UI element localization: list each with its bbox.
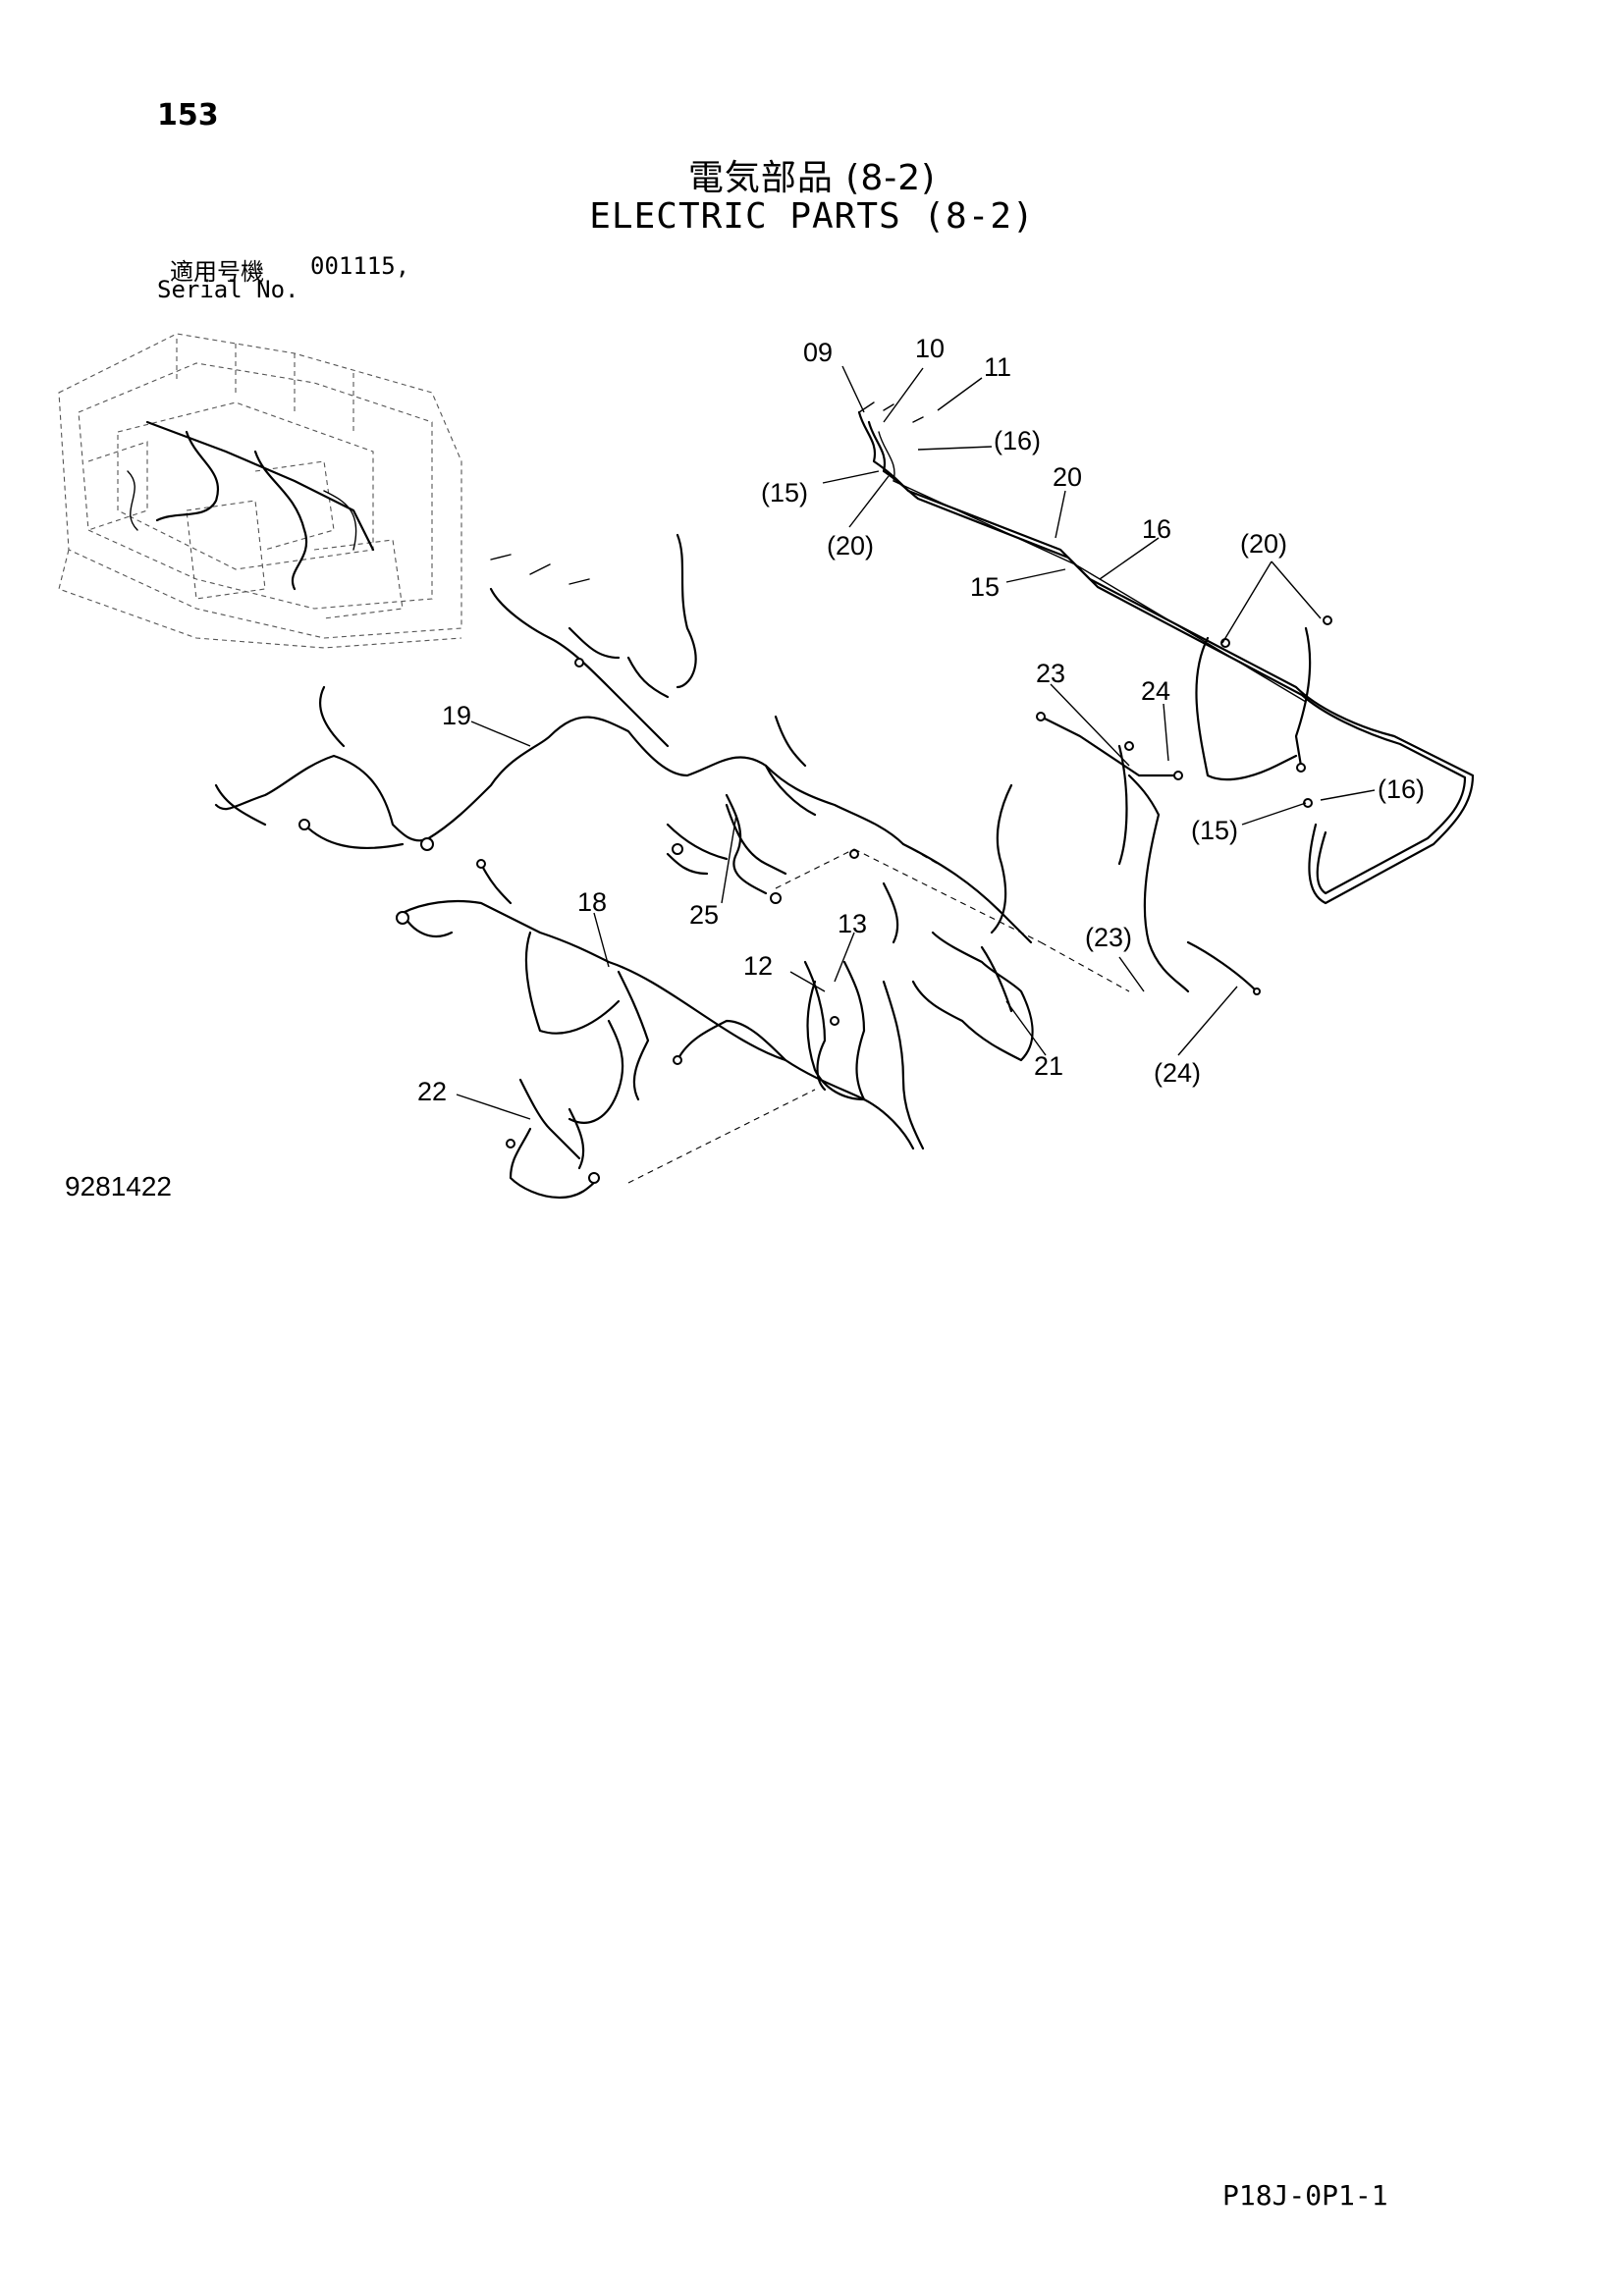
- callout-24-paren: (24): [1154, 1058, 1201, 1088]
- callout-21: 21: [1034, 1051, 1063, 1081]
- callout-20: 20: [1053, 462, 1082, 492]
- callout-10: 10: [915, 334, 945, 363]
- page-number: 153: [157, 98, 219, 133]
- harness-19: [214, 533, 905, 904]
- serial-label-japanese: 適用号機: [170, 258, 264, 286]
- callout-13: 13: [838, 909, 867, 938]
- harness-21: [901, 712, 1261, 1062]
- machine-overview-sketch: [58, 333, 462, 649]
- harness-upper-right: [857, 401, 1475, 905]
- callout-15-paren-top: (15): [761, 478, 808, 507]
- title-japanese: 電気部品 (8-2): [687, 158, 937, 198]
- page-code: P18J-0P1-1: [1222, 2179, 1388, 2212]
- callout-11: 11: [984, 352, 1011, 382]
- harness-22: [506, 1019, 624, 1200]
- callout-labels: 09 10 11 (16) (15) 20 (20) 16 15 (20) 23…: [417, 334, 1425, 1106]
- callout-09: 09: [803, 338, 833, 367]
- callout-23: 23: [1036, 659, 1065, 688]
- harness-18: [396, 859, 925, 1150]
- callout-20-paren-right: (20): [1240, 529, 1287, 559]
- callout-20-paren-left: (20): [827, 531, 874, 561]
- callout-22: 22: [417, 1077, 447, 1106]
- callout-24: 24: [1141, 676, 1170, 706]
- serial-value: 001115,: [310, 252, 410, 280]
- callout-16-paren-right: (16): [1378, 774, 1425, 804]
- callout-12: 12: [743, 951, 773, 981]
- leader-lines: [456, 365, 1376, 1120]
- callout-25: 25: [689, 900, 719, 930]
- serial-label-english: Serial No.: [157, 276, 299, 303]
- callout-18: 18: [577, 887, 607, 917]
- callout-16-paren-top: (16): [994, 426, 1041, 455]
- title-english: ELECTRIC PARTS (8-2): [589, 196, 1035, 237]
- callout-15: 15: [970, 572, 1000, 602]
- callout-19: 19: [442, 701, 471, 730]
- harness-25-12-13: [672, 793, 899, 1101]
- drawing-number: 9281422: [65, 1171, 173, 1201]
- callout-23-paren: (23): [1085, 923, 1132, 952]
- connection-dashed-lines: [627, 843, 1130, 1184]
- callout-16: 16: [1142, 514, 1171, 544]
- callout-15-paren-right: (15): [1191, 816, 1238, 845]
